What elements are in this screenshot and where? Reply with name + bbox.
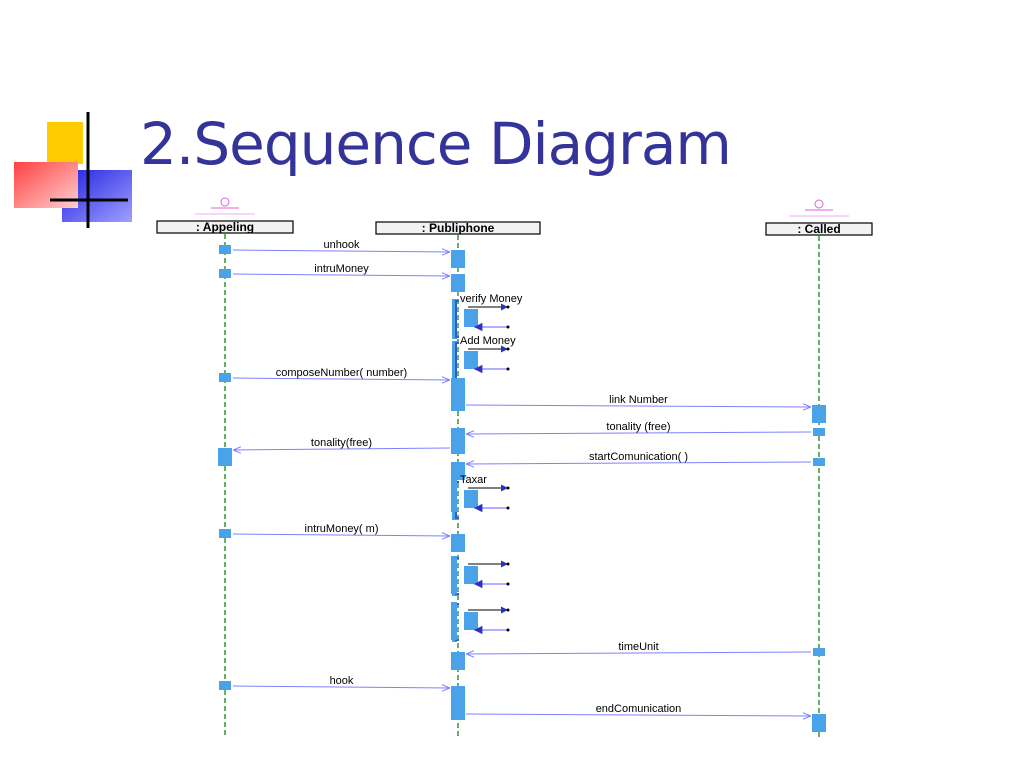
activation-bar (464, 566, 478, 584)
activation-bar (219, 245, 231, 254)
message-label: tonality(free) (311, 437, 372, 449)
participant-box (156, 220, 294, 234)
activation-bar (218, 448, 232, 466)
message-label: composeNumber( number) (276, 367, 407, 379)
activation-bar (451, 708, 465, 716)
participant-label: : Appeling (196, 220, 254, 234)
message-label: Add Money (460, 335, 516, 347)
decorative-squares (14, 112, 132, 228)
activation-bar (451, 652, 465, 670)
message-label: Taxar (460, 474, 487, 486)
activation-bar (452, 341, 457, 381)
activation-bar (464, 309, 478, 327)
message-arrow (232, 250, 450, 252)
activation-bar (812, 714, 826, 732)
message-arrow (233, 448, 451, 450)
message-label: endComunication (596, 703, 682, 715)
message-arrow (466, 462, 812, 464)
message-arrow (466, 432, 812, 434)
activation-bar (451, 602, 457, 640)
message-label: tonality (free) (606, 421, 670, 433)
participant-label: : Publiphone (422, 221, 495, 235)
activation-bar (219, 373, 231, 382)
message-arrow (232, 686, 450, 688)
activation-bar (451, 428, 465, 454)
message-label: intruMoney( m) (305, 523, 379, 535)
activation-bar (451, 534, 465, 552)
message-label: verify Money (460, 293, 523, 305)
activation-bar (219, 529, 231, 538)
activation-bar (813, 648, 825, 656)
actor-icon (789, 199, 849, 217)
activation-bar (451, 462, 457, 512)
message-arrow (232, 534, 450, 536)
activation-bar (464, 351, 478, 369)
message-arrow (465, 405, 811, 407)
participant-box (765, 222, 873, 236)
activation-bar (464, 490, 478, 508)
message-label: link Number (609, 394, 668, 406)
activation-bar (813, 458, 825, 466)
message-arrow (465, 714, 811, 716)
activation-bar (451, 250, 465, 268)
activation-bar (219, 269, 231, 278)
slide-title: 2.Sequence Diagram (140, 110, 732, 178)
activation-bar (464, 612, 478, 630)
message-arrow (232, 378, 450, 380)
activation-bar (451, 274, 465, 292)
message-label: startComunication( ) (589, 451, 688, 463)
message-arrow (466, 652, 812, 654)
activation-bar (451, 386, 465, 408)
message-label: timeUnit (618, 641, 658, 653)
actor-icon (195, 197, 255, 215)
message-label: hook (330, 675, 354, 687)
activation-bar (451, 694, 465, 720)
activation-bar (452, 299, 457, 339)
participant-label: : Called (797, 222, 840, 236)
message-label: unhook (323, 239, 360, 251)
participant-box (375, 221, 541, 235)
message-label: intruMoney (314, 263, 369, 275)
activation-bar (812, 405, 826, 423)
activation-bar (451, 556, 457, 594)
yellow-square (47, 122, 83, 164)
activation-bar (219, 681, 231, 690)
activation-bar (813, 428, 825, 436)
message-arrow (232, 274, 450, 276)
